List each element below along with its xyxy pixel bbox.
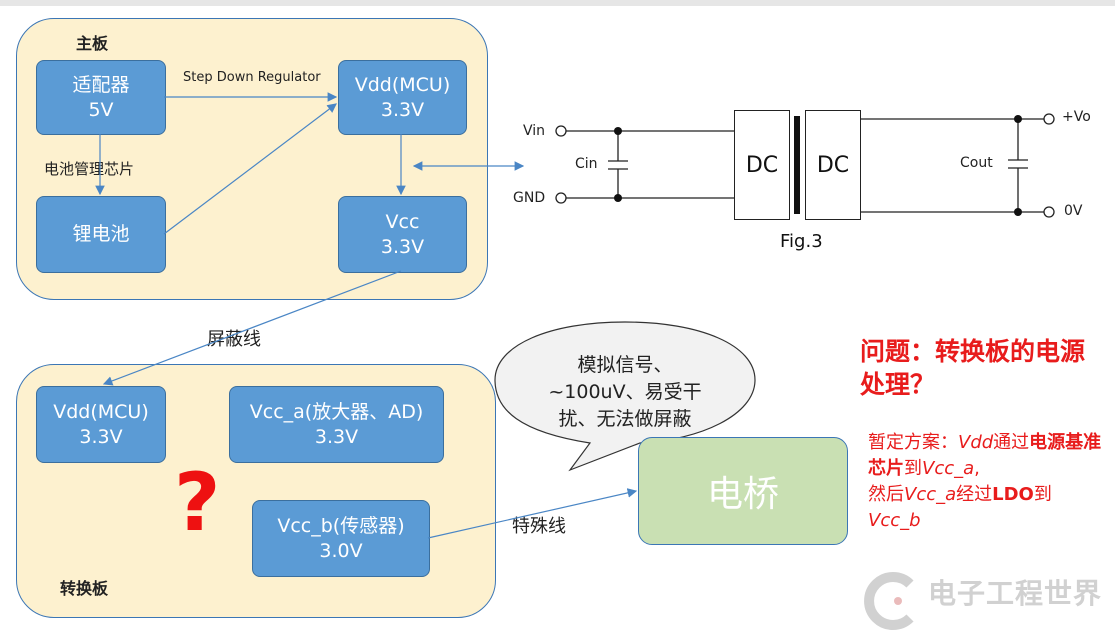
main-board-title: 主板 [76, 34, 109, 53]
plan-via: 通过 [993, 432, 1030, 453]
conv-vdd-box: Vdd(MCU) 3.3V [36, 386, 166, 463]
converter-board-title: 转换板 [60, 579, 109, 598]
vin-label: Vin [523, 123, 546, 139]
vcc-b-name: Vcc_b(传感器) [277, 514, 405, 537]
plan-to-2: 到 [1033, 484, 1052, 505]
bubble-line-3: 扰、无法做屏蔽 [558, 408, 692, 430]
plan-prefix: 暂定方案： [868, 432, 958, 453]
main-vcc-name: Vcc [385, 210, 420, 233]
watermark-text: 电子工程世界 [928, 577, 1103, 610]
main-vdd-voltage: 3.3V [380, 98, 425, 121]
special-cable-label: 特殊线 [512, 516, 566, 537]
main-vcc-voltage: 3.3V [380, 235, 425, 258]
gnd-label: GND [513, 190, 546, 206]
battery-name: 锂电池 [72, 223, 130, 245]
vin-terminal [555, 125, 567, 137]
cout-label: Cout [960, 155, 993, 171]
watermark-icon [864, 572, 914, 630]
vcc-a-voltage: 3.3V [314, 425, 359, 448]
adapter-voltage: 5V [88, 98, 114, 121]
question-heading: 问题：转换板的电源处理？ [860, 337, 1086, 399]
vcc-a-box: Vcc_a(放大器、AD) 3.3V [229, 386, 444, 463]
plan-to-1: 到 [904, 458, 922, 479]
watermark-logo: 电子工程世界 [858, 568, 1115, 637]
dc-block-1: DC [734, 110, 790, 220]
gnd-terminal [555, 192, 567, 204]
bubble-text: 模拟信号、 ~100uV、易受干 扰、无法做屏蔽 [530, 352, 720, 433]
vcc-a-name: Vcc_a(放大器、AD) [249, 400, 424, 423]
plan-comma: , [974, 458, 980, 479]
zero-v-label: 0V [1064, 203, 1083, 219]
plan-reference-chip: 电源基准芯片 [868, 432, 1102, 479]
regulator-label: Step Down Regulator [183, 70, 321, 85]
vo-terminal [1043, 113, 1055, 125]
plan-vcc-a: Vcc_a [922, 458, 975, 479]
adapter-box: 适配器 5V [36, 60, 166, 135]
plan-through: 经过 [956, 484, 993, 505]
dc-block-2: DC [805, 110, 861, 220]
conv-vdd-name: Vdd(MCU) [53, 400, 149, 423]
conv-vdd-voltage: 3.3V [79, 425, 123, 448]
vcc-b-box: Vcc_b(传感器) 3.0V [252, 500, 430, 577]
plan-vdd: Vdd [958, 432, 994, 453]
shield-cable-line [102, 270, 402, 386]
speech-bubble [494, 321, 756, 472]
shielded-cable-label: 屏蔽线 [207, 329, 261, 350]
bubble-line-1: 模拟信号、 [577, 354, 673, 376]
question-mark: ? [174, 456, 221, 549]
plan-vcc-b: Vcc_b [868, 510, 921, 531]
plan-then: 然后 [868, 484, 904, 505]
plan-ldo: LDO [992, 484, 1034, 505]
cin-label: Cin [575, 156, 598, 172]
window-top-strip [0, 0, 1115, 6]
bridge-box: 电桥 [638, 437, 848, 545]
zero-v-terminal [1043, 206, 1055, 218]
plan-vcc-a-2: Vcc_a [904, 484, 957, 505]
figure-caption: Fig.3 [780, 231, 823, 252]
main-vcc-box: Vcc 3.3V [338, 196, 467, 273]
adapter-name: 适配器 [72, 73, 130, 96]
special-cable-line [427, 488, 638, 539]
battery-box: 锂电池 [36, 196, 166, 273]
vo-label: +Vo [1062, 109, 1091, 125]
battery-to-vdd-arrow [163, 103, 337, 235]
vcc-b-voltage: 3.0V [319, 539, 363, 562]
main-vdd-box: Vdd(MCU) 3.3V [338, 60, 467, 135]
main-vdd-name: Vdd(MCU) [354, 73, 451, 96]
transformer-core [794, 116, 800, 214]
bubble-line-2: ~100uV、易受干 [548, 381, 702, 403]
charger-label: 电池管理芯片 [44, 160, 135, 178]
